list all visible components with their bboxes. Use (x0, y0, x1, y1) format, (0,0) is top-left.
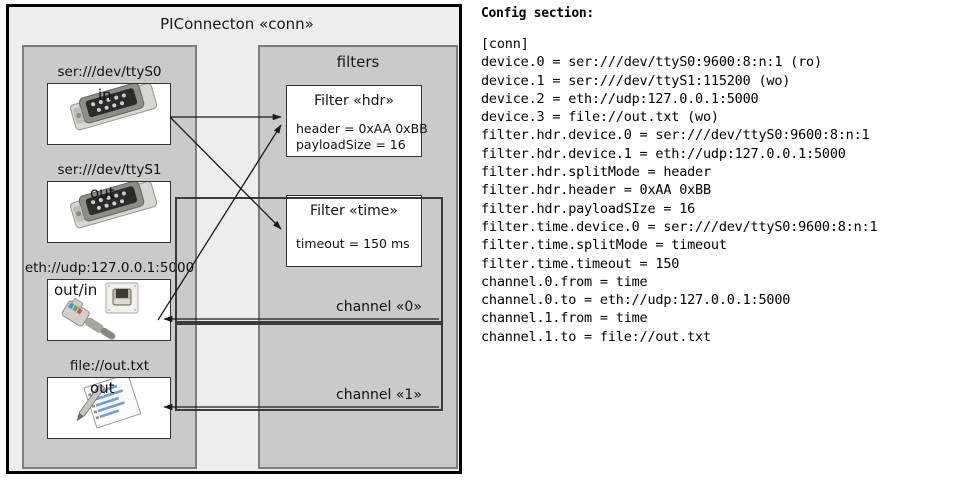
config-line: filter.time.splitMode = timeout (481, 237, 727, 254)
connector-diagram: PIConnecton «conn» ser:///dev/ttyS0 in (6, 4, 462, 474)
config-line: filter.time.timeout = 150 (481, 255, 680, 272)
config-line: filter.hdr.header = 0xAA 0xBB (481, 182, 711, 199)
device-label-3: file://out.txt (69, 358, 150, 374)
config-line: channel.1.from = time (481, 310, 648, 327)
filter-title-time: Filter «time» (310, 203, 398, 219)
filter-prop-hdr-0: header = 0xAA 0xBB (296, 121, 428, 136)
serial-port-icon (70, 82, 158, 131)
config-line: filter.hdr.device.0 = ser:///dev/ttyS0:9… (481, 127, 870, 144)
device-direction-3: out (90, 379, 115, 397)
config-line: filter.hdr.splitMode = header (481, 164, 711, 181)
device-direction-2: out/in (54, 281, 98, 299)
config-line: filter.time.device.0 = ser:///dev/ttyS0:… (481, 218, 878, 235)
config-line: channel.1.to = file://out.txt (481, 328, 711, 345)
ethernet-socket-icon (61, 282, 139, 340)
filters-panel: filters Filter «hdr» header = 0xAA 0xBB … (175, 45, 458, 469)
filter-prop-time-0: timeout = 150 ms (296, 236, 410, 251)
filter-title-hdr: Filter «hdr» (314, 93, 394, 109)
config-line: channel.0.to = eth://udp:127.0.0.1:5000 (481, 292, 791, 309)
config-line: device.1 = ser:///dev/ttyS1:115200 (wo) (481, 72, 791, 89)
filter-box-time[interactable]: Filter «time» timeout = 150 ms (286, 195, 422, 267)
devices-panel: ser:///dev/ttyS0 in ser:///dev/t (22, 45, 197, 469)
filter-prop-hdr-1: payloadSize = 16 (296, 137, 406, 152)
channel-box-1[interactable] (175, 323, 443, 411)
device-direction-0: in (98, 86, 112, 104)
device-box-0[interactable]: in (47, 82, 171, 145)
device-box-1[interactable]: out (47, 180, 171, 243)
config-line: channel.0.from = time (481, 273, 648, 290)
config-line: filter.hdr.device.1 = eth://udp:127.0.0.… (481, 145, 846, 162)
filter-box-hdr[interactable]: Filter «hdr» header = 0xAA 0xBB payloadS… (286, 85, 428, 157)
config-line: device.2 = eth://udp:127.0.0.1:5000 (481, 90, 759, 107)
config-line: [conn] (481, 36, 529, 52)
text-document-icon (76, 373, 142, 429)
device-box-2[interactable]: out/in (47, 279, 171, 341)
filters-panel-title: filters (336, 53, 380, 71)
device-direction-1: out (90, 184, 115, 202)
config-line: device.0 = ser:///dev/ttyS0:9600:8:n:1 (… (481, 54, 822, 71)
config-line: device.3 = file://out.txt (wo) (481, 109, 719, 126)
diagram-title: PIConnecton «conn» (160, 15, 314, 33)
device-label-0: ser:///dev/ttyS0 (57, 64, 162, 80)
device-label-2: eth://udp:127.0.0.1:5000 (24, 260, 195, 276)
config-line: filter.hdr.payloadSIze = 16 (481, 200, 696, 217)
config-section: Config section: [conn] device.0 = ser:///… (481, 6, 961, 346)
device-box-3[interactable]: out (47, 373, 171, 439)
config-listing: [conn] device.0 = ser:///dev/ttyS0:9600:8… (481, 35, 961, 346)
channel-label-0: channel «0» (336, 299, 422, 315)
channel-label-1: channel «1» (336, 387, 422, 403)
device-label-1: ser:///dev/ttyS1 (57, 162, 162, 178)
serial-port-icon (70, 180, 158, 229)
config-heading: Config section: (481, 6, 594, 21)
